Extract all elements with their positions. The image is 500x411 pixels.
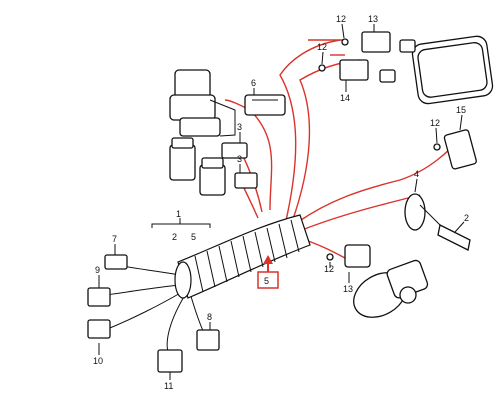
callout-5-left: 5 xyxy=(191,232,196,242)
switch-block xyxy=(169,69,236,137)
bolt-12-top xyxy=(318,38,349,72)
corrugated-boot xyxy=(174,214,311,299)
connector-14 xyxy=(339,59,396,83)
switch-left-2 xyxy=(199,157,226,196)
callout-12-bottom: 12 xyxy=(324,264,334,274)
callout-2-right: 2 xyxy=(464,213,469,223)
callout-12-top: 12 xyxy=(336,14,346,24)
motor-13 xyxy=(326,244,429,318)
callout-6: 6 xyxy=(251,78,256,88)
callout-7: 7 xyxy=(112,234,117,244)
callout-labels: 1 2 5 3 3 6 4 2 5 7 9 10 11 8 12 12 13 1… xyxy=(93,14,469,391)
callout-2-left: 2 xyxy=(172,232,177,242)
callout-13-bottom: 13 xyxy=(343,284,353,294)
connector-11 xyxy=(157,349,183,373)
callout-1: 1 xyxy=(176,209,181,219)
callout-3a: 3 xyxy=(237,122,242,132)
leader-lines xyxy=(98,23,465,380)
callout-4: 4 xyxy=(414,169,419,179)
grommet-2 xyxy=(404,193,471,251)
connector-10 xyxy=(87,319,111,339)
callout-3b: 3 xyxy=(237,154,242,164)
connector-13-top xyxy=(361,31,416,53)
connector-7 xyxy=(104,254,128,270)
callout-5: 5 xyxy=(264,276,269,286)
callout-12-mid: 12 xyxy=(317,42,327,52)
callout-12-right: 12 xyxy=(430,118,440,128)
callout-13-top: 13 xyxy=(368,14,378,24)
harness-wires xyxy=(104,39,461,353)
callout-9: 9 xyxy=(95,265,100,275)
highlight-arrow-5 xyxy=(257,255,279,289)
switch-left-1 xyxy=(169,137,196,181)
callout-8: 8 xyxy=(207,312,212,322)
mirror-housing xyxy=(411,35,494,105)
callout-11: 11 xyxy=(164,381,173,391)
connector-3a xyxy=(221,142,248,159)
connector-9 xyxy=(87,287,111,307)
callout-15: 15 xyxy=(456,105,466,115)
connector-6 xyxy=(244,94,286,116)
callout-14: 14 xyxy=(340,93,350,103)
connector-8 xyxy=(196,329,220,351)
connector-15 xyxy=(433,129,477,170)
callout-10: 10 xyxy=(93,356,103,366)
connector-3b xyxy=(234,172,258,189)
callout-bracket-1 xyxy=(151,218,211,228)
